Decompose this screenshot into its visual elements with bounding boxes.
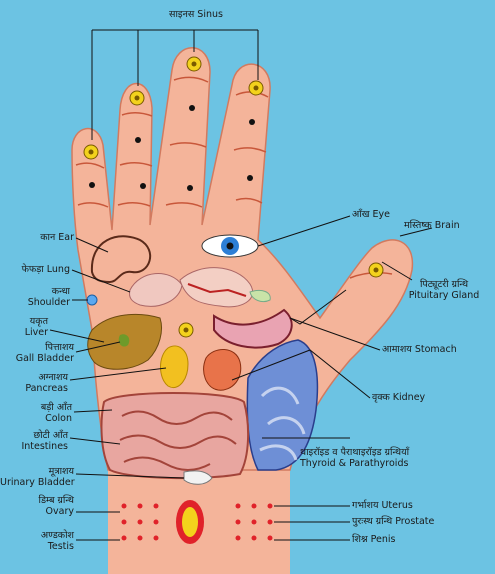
gall-bladder-organ bbox=[118, 334, 130, 347]
penis-label: शिश्न Penis bbox=[352, 534, 396, 545]
sinus-points bbox=[83, 56, 384, 278]
dot-icon bbox=[140, 183, 146, 189]
pointer-lines bbox=[49, 215, 433, 541]
wrist-reflex-dots-left bbox=[121, 503, 159, 541]
brain-label: मस्तिष्क Brain bbox=[404, 220, 460, 231]
sun-reflex-icon bbox=[248, 80, 264, 96]
intestines-organ bbox=[100, 392, 250, 480]
shoulder-point bbox=[86, 294, 98, 306]
hand-silhouette bbox=[71, 47, 414, 574]
pituitary-label: पिट्यूटरी ग्रन्थिPituitary Gland bbox=[408, 279, 480, 301]
sinus-bracket bbox=[91, 29, 259, 140]
sun-reflex-icon bbox=[186, 56, 202, 72]
stomach-label: आमाशय Stomach bbox=[382, 344, 457, 355]
sinus-label: साइनस Sinus bbox=[169, 9, 223, 20]
ear-label: कान Ear bbox=[40, 232, 74, 243]
kidney-label: वृक्क Kidney bbox=[372, 392, 426, 403]
dot-icon bbox=[89, 182, 95, 188]
urinary-bladder-organ bbox=[183, 470, 213, 485]
dot-icon bbox=[187, 185, 193, 191]
ring-point-icon bbox=[178, 322, 194, 338]
sun-reflex-icon bbox=[129, 90, 145, 106]
lung-organ bbox=[129, 267, 271, 308]
sun-reflex-icon bbox=[368, 262, 384, 278]
thyroid-label: थाइरॉइड व पैराथाइरॉइड ग्रन्थियाँThyroid … bbox=[300, 447, 410, 469]
prostate-label: पुरःस्थ ग्रन्थि Prostate bbox=[352, 516, 435, 527]
stomach-organ bbox=[213, 308, 293, 349]
shoulder-label: कन्धाShoulder bbox=[27, 286, 70, 308]
finger-dots bbox=[89, 105, 255, 191]
eye-organ bbox=[201, 234, 259, 258]
dot-icon bbox=[247, 175, 253, 181]
dot-icon bbox=[135, 137, 141, 143]
sun-reflex-icon bbox=[83, 144, 99, 160]
ovary-label: डिम्ब ग्रन्थिOvary bbox=[38, 495, 74, 517]
kidney-organ bbox=[203, 349, 242, 391]
wrist-reflex-dots-right bbox=[235, 503, 273, 541]
eye-label: आँख Eye bbox=[352, 209, 390, 220]
dot-icon bbox=[249, 119, 255, 125]
lung-label: फेफड़ा Lung bbox=[21, 264, 70, 275]
wrist-center-point bbox=[176, 500, 204, 544]
pancreas-organ bbox=[160, 345, 189, 388]
uterus-label: गर्भाशय Uterus bbox=[352, 500, 413, 511]
dot-icon bbox=[189, 105, 195, 111]
